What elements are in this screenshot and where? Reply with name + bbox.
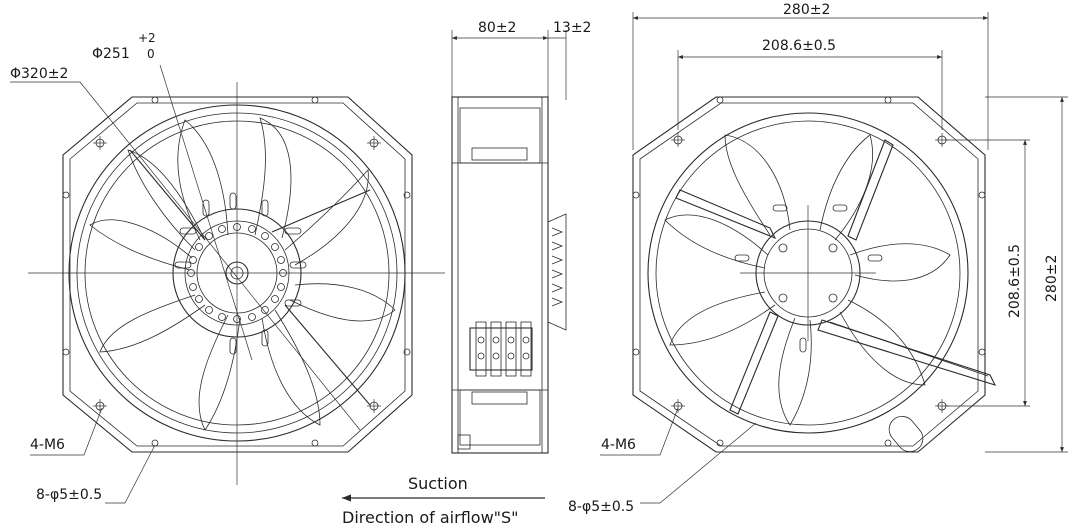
rear-strut-2 (847, 139, 894, 241)
rear-hub-bolts (778, 243, 838, 303)
leader-outer-diameter (10, 81, 361, 431)
side-view: 80±2 13±2 (451, 20, 591, 454)
rear-housing-outline (632, 96, 986, 453)
airflow-indicator: Suction Direction of airflow"S" (342, 474, 545, 527)
dim-inner-tol-upper: +2 (138, 31, 156, 45)
dim-inner-tol-lower: 0 (147, 47, 155, 61)
front-strut-3 (271, 189, 371, 233)
front-hub-mid (184, 220, 290, 326)
label-rear-thread: 4-M6 (601, 437, 636, 453)
label-front-holes: 8-φ5±0.5 (36, 487, 102, 503)
front-blades (89, 117, 396, 431)
front-housing-outline (62, 96, 413, 453)
dim-outer-diameter: Φ320±2 (10, 66, 68, 82)
rear-blades (664, 134, 951, 426)
front-shaft (225, 261, 249, 285)
leader-rear-thread (600, 407, 679, 456)
label-rear-holes: 8-φ5±0.5 (568, 499, 634, 515)
rear-view: 280±2 208.6±0.5 208.6±0.5 280±2 (568, 2, 1068, 515)
dim-depth: 80±2 (478, 20, 516, 36)
rear-mount-holes (632, 96, 986, 447)
front-housing-inner-outline (69, 102, 406, 447)
side-motor-profile (547, 213, 567, 331)
front-strut-2 (284, 304, 371, 406)
dim-hole-span-v: 208.6±0.5 (1007, 244, 1023, 318)
dim-offset: 13±2 (553, 20, 591, 36)
dim-height: 280±2 (1044, 255, 1060, 302)
leader-front-holes (105, 444, 156, 504)
front-shaft-core (230, 266, 244, 280)
suction-label: Suction (408, 474, 468, 493)
dim-inner-diameter: Φ251 (92, 46, 130, 62)
front-strut-1 (129, 149, 206, 241)
front-hub-outer (172, 208, 302, 338)
rear-cable (817, 319, 997, 386)
airflow-direction-label: Direction of airflow"S" (342, 508, 519, 527)
side-frame-outline (451, 96, 549, 454)
leader-inner-diameter (159, 64, 253, 361)
rear-outer-ring (647, 112, 969, 434)
side-terminal-block (469, 321, 533, 377)
label-front-thread: 4-M6 (30, 437, 65, 453)
dim-width: 280±2 (783, 2, 830, 18)
front-hub-fins (174, 192, 307, 355)
rear-cable-slot (888, 416, 924, 452)
rear-strut-3 (729, 311, 779, 415)
front-hub-bolts (187, 223, 287, 323)
front-mount-holes (62, 96, 411, 447)
front-view: Φ320±2 Φ251 +2 0 4-M6 8-φ5±0.5 (10, 31, 445, 504)
leader-front-thread (30, 407, 103, 456)
leader-rear-holes (640, 422, 757, 504)
rear-strut-1 (675, 189, 777, 240)
dim-hole-span-h: 208.6±0.5 (762, 38, 836, 54)
